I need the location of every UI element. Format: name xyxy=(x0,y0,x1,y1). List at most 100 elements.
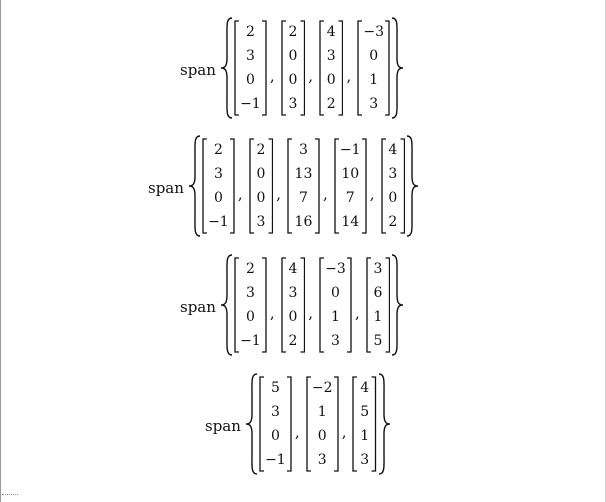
column-vector: 4 3 0 2 xyxy=(319,20,344,116)
vector-entry: 1 xyxy=(331,309,340,325)
right-brace xyxy=(378,373,391,475)
vector-entry: 3 xyxy=(288,285,298,301)
vector-entry: 0 xyxy=(369,48,379,64)
vector-entry: 2 xyxy=(288,24,298,40)
vector-entry: 3 xyxy=(369,96,379,112)
vector-entry: 3 xyxy=(299,142,308,158)
comma-separator: , xyxy=(269,67,275,85)
vector-entry: 3 xyxy=(288,96,298,112)
vector-brackets xyxy=(334,138,367,234)
vector-brackets xyxy=(281,257,305,353)
vector-entry: 0 xyxy=(326,72,336,88)
span-label: span xyxy=(180,298,216,316)
vector-brackets xyxy=(306,376,339,472)
vector-entry: −1 xyxy=(208,214,229,230)
vector-entry: 2 xyxy=(213,142,223,158)
vector-entry: 4 xyxy=(288,261,298,277)
vector-entry: 0 xyxy=(245,309,255,325)
column-vector: 4 3 0 2 xyxy=(281,257,306,353)
vector-entry: 0 xyxy=(288,48,298,64)
dotted-marker xyxy=(2,494,18,495)
vector-entry: 7 xyxy=(299,190,308,206)
vector-entry: 0 xyxy=(245,72,255,88)
vector-brackets xyxy=(352,376,377,472)
vector-entry: 3 xyxy=(326,48,336,64)
vector-entry: 2 xyxy=(288,333,298,349)
comma-separator: , xyxy=(346,67,352,85)
vector-brackets xyxy=(234,20,267,116)
vector-brackets xyxy=(249,138,273,234)
left-brace xyxy=(245,373,258,475)
vector-entry: 0 xyxy=(256,166,266,182)
vector-entry: 4 xyxy=(388,142,398,158)
vector-entry: 5 xyxy=(373,333,383,349)
vector-entry: 0 xyxy=(288,309,298,325)
vector-entry: 10 xyxy=(341,166,360,182)
comma-separator: , xyxy=(276,185,281,203)
vector-entry: −1 xyxy=(265,452,286,468)
column-vector: −3 0 1 3 xyxy=(357,20,390,116)
span-label: span xyxy=(205,417,241,435)
vector-entry: 1 xyxy=(373,309,383,325)
span-label: span xyxy=(180,61,216,79)
vector-entry: 3 xyxy=(213,166,223,182)
vector-entry: 14 xyxy=(341,214,360,230)
comma-separator: , xyxy=(341,423,347,441)
vector-entry: 2 xyxy=(245,261,255,277)
right-brace xyxy=(406,135,419,237)
vector-entry: 16 xyxy=(294,214,313,230)
vector-entry: 1 xyxy=(360,428,370,444)
right-brace xyxy=(392,254,404,356)
vector-entry: 5 xyxy=(360,404,370,420)
vector-entry: 0 xyxy=(331,285,340,301)
vector-entry: 7 xyxy=(345,190,355,206)
vector-entry: −1 xyxy=(339,142,361,158)
column-vector: −1 10 7 14 xyxy=(334,138,367,234)
vector-entry: 2 xyxy=(256,142,266,158)
vector-entry: 3 xyxy=(256,214,266,230)
column-vector: 3 6 1 5 xyxy=(366,257,391,353)
span-label: span xyxy=(148,179,184,197)
left-brace xyxy=(220,254,233,356)
vector-entry: 3 xyxy=(373,261,383,277)
vector-entry: 0 xyxy=(270,428,280,444)
comma-separator: , xyxy=(294,423,300,441)
vector-entry: 3 xyxy=(270,404,280,420)
vector-entry: 3 xyxy=(388,166,398,182)
vector-brackets xyxy=(357,20,390,116)
vector-entry: 6 xyxy=(373,285,383,301)
comma-separator: , xyxy=(308,67,313,85)
vector-entry: 0 xyxy=(256,190,266,206)
vector-entry: 3 xyxy=(317,452,327,468)
vector-brackets xyxy=(319,20,344,116)
left-brace xyxy=(188,135,201,237)
vector-entry: 0 xyxy=(317,428,327,444)
comma-separator: , xyxy=(269,304,275,322)
vector-brackets xyxy=(287,138,320,234)
vector-entry: 1 xyxy=(369,72,379,88)
vector-entry: 2 xyxy=(326,96,336,112)
vector-brackets xyxy=(259,376,292,472)
right-brace xyxy=(392,17,404,119)
vector-brackets xyxy=(202,138,235,234)
vector-entry: 4 xyxy=(326,24,336,40)
vector-entry: −1 xyxy=(240,333,261,349)
vector-entry: 0 xyxy=(388,190,398,206)
comma-separator: , xyxy=(237,185,243,203)
vector-entry: −3 xyxy=(363,24,385,40)
vector-entry: 3 xyxy=(245,48,255,64)
comma-separator: , xyxy=(354,304,360,322)
